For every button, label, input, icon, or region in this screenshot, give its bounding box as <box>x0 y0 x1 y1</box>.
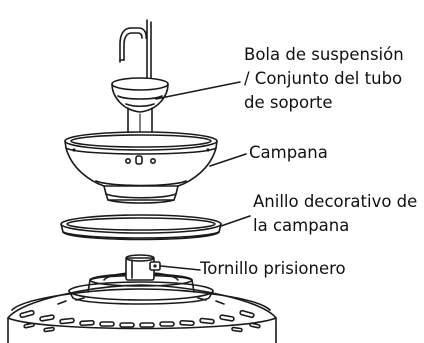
leader-screw <box>160 265 201 271</box>
set-screw <box>149 261 161 271</box>
label-ring-line2: la campana <box>253 216 350 235</box>
hanger-ball <box>111 77 169 113</box>
housing-slots <box>19 297 261 333</box>
leader-canopy <box>209 153 247 167</box>
hanger-wires <box>146 19 152 87</box>
hanger-ball-assembly <box>111 19 169 150</box>
canopy-decorative-ring <box>60 214 222 241</box>
leader-ball <box>155 81 241 100</box>
label-ring-line1: Anillo decorativo de <box>253 192 418 211</box>
leader-ring <box>220 215 251 227</box>
hanger-hook <box>119 27 147 63</box>
label-hanger-ball-line2: / Conjunto del tubo <box>244 69 403 88</box>
canopy <box>64 131 218 204</box>
canopy-slots <box>72 148 210 165</box>
label-set-screw: Tornillo prisionero <box>200 259 346 278</box>
leader-lines <box>155 81 251 271</box>
motor-housing <box>7 254 277 343</box>
label-canopy: Campana <box>249 143 328 162</box>
label-hanger-ball-line3: de soporte <box>244 93 333 112</box>
label-hanger-ball-line1: Bola de suspensión <box>244 45 404 64</box>
